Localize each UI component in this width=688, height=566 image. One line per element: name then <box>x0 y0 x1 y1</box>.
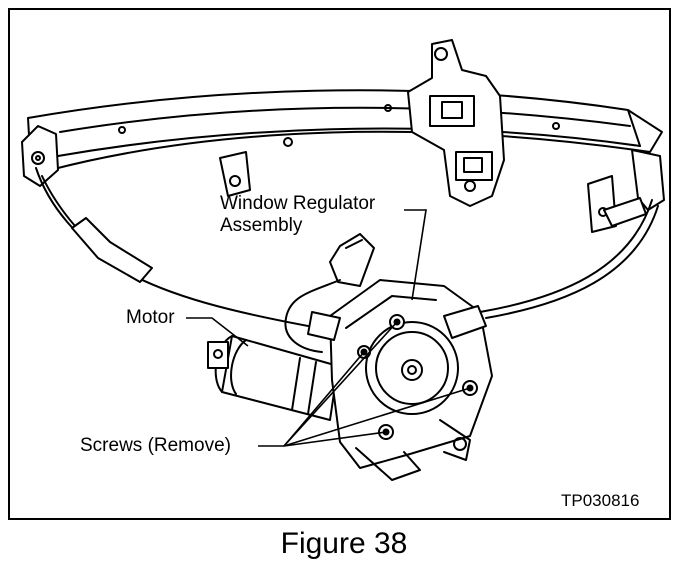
motor-label: Motor <box>126 307 175 328</box>
regulator-leader <box>404 209 427 301</box>
reference-code: TP030816 <box>561 491 640 510</box>
window-regulator-label-line2: Assembly <box>220 215 303 236</box>
screw-leader-1 <box>283 321 398 447</box>
screw-leader-2 <box>283 351 365 447</box>
screws-label: Screws (Remove) <box>80 435 231 456</box>
leader-lines <box>186 209 471 447</box>
regulator-cables <box>35 167 659 331</box>
motor-connector <box>284 233 375 353</box>
housing-cable-guides <box>307 305 487 341</box>
screw-leader-3 <box>283 387 471 447</box>
window-regulator-label: Window Regulator Assembly <box>220 193 375 237</box>
motor-leader <box>186 317 249 347</box>
drive-pulley <box>365 321 459 415</box>
window-regulator-label-line1: Window Regulator <box>220 193 376 214</box>
screw-leader-4 <box>283 431 387 447</box>
rail-tab <box>219 151 251 197</box>
regulator-rail <box>27 89 663 171</box>
figure-caption: Figure 38 <box>280 527 408 560</box>
rail-left-end <box>21 125 59 187</box>
motor <box>207 335 339 421</box>
glass-bracket <box>407 39 505 207</box>
